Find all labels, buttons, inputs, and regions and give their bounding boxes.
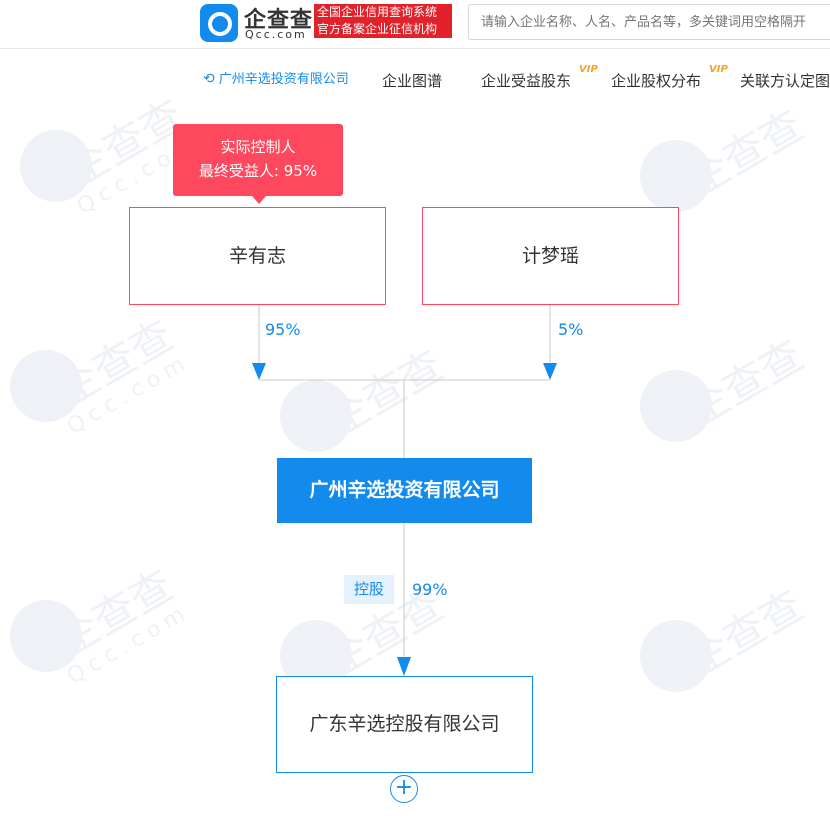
holding-badge: 控股	[344, 575, 394, 604]
controller-tag-title: 实际控制人	[220, 138, 296, 156]
vip-badge: VIP	[709, 64, 728, 75]
tab-related-parties[interactable]: 关联方认定图	[740, 70, 830, 91]
holding-percent-label: 99%	[412, 580, 448, 599]
slogan-line-1: 全国企业信用查询系统	[317, 5, 438, 19]
tab-equity-distribution[interactable]: 企业股权分布 VIP	[611, 64, 728, 91]
expand-plus-icon[interactable]: +	[390, 775, 418, 803]
search-box[interactable]	[468, 4, 830, 40]
slogan-line-2: 官方备案企业征信机构	[317, 22, 438, 36]
top-header: 企查查 Qcc.com 全国企业信用查询系统 官方备案企业征信机构	[0, 0, 830, 49]
tab-label: 企业股权分布	[611, 72, 702, 90]
back-link[interactable]: ⟲广州辛选投资有限公司	[203, 68, 349, 87]
tab-label: 关联方认定图	[740, 72, 830, 90]
graph-nav: ⟲广州辛选投资有限公司 企业图谱 企业受益股东 VIP 企业股权分布 VIP 关…	[0, 64, 830, 94]
logo-name[interactable]: 企查查	[244, 8, 314, 33]
shareholder-node[interactable]: 计梦瑶	[422, 207, 679, 305]
tab-enterprise-graph[interactable]: 企业图谱	[382, 70, 442, 91]
controller-tag-subtitle: 最终受益人: 95%	[198, 162, 318, 180]
back-arrow-icon: ⟲	[203, 71, 215, 87]
arrow-down-icon	[543, 363, 557, 380]
share-percent-label: 95%	[265, 320, 301, 339]
shareholder-node[interactable]: 辛有志	[129, 207, 386, 305]
slogan-badge: 全国企业信用查询系统 官方备案企业征信机构	[314, 4, 452, 38]
tab-label: 企业图谱	[382, 72, 443, 90]
back-link-label: 广州辛选投资有限公司	[218, 72, 349, 87]
arrow-down-icon	[252, 363, 266, 380]
arrow-down-icon	[397, 657, 411, 676]
main-company-node[interactable]: 广州辛选投资有限公司	[277, 458, 532, 523]
logo-ring-shape	[208, 12, 232, 36]
logo-domain: Qcc.com	[245, 28, 307, 41]
qcc-logo-icon[interactable]	[200, 4, 238, 42]
tab-label: 企业受益股东	[481, 72, 572, 90]
actual-controller-tag: 实际控制人 最终受益人: 95%	[173, 124, 343, 204]
tab-beneficial-shareholders[interactable]: 企业受益股东 VIP	[481, 64, 598, 91]
share-percent-label: 5%	[558, 320, 584, 339]
vip-badge: VIP	[579, 64, 598, 75]
search-input[interactable]	[469, 5, 830, 39]
subsidiary-company-node[interactable]: 广东辛选控股有限公司	[276, 676, 533, 773]
